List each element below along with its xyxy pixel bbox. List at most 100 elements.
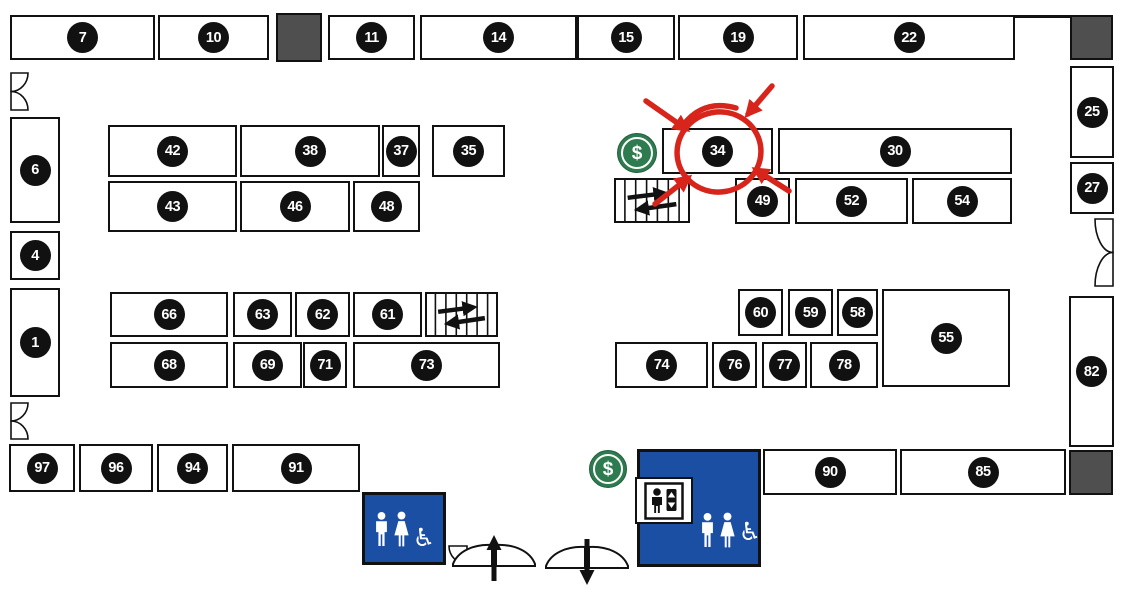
- booth-number-badge: 52: [836, 185, 867, 217]
- booth-4[interactable]: 4: [10, 231, 60, 280]
- booth-59[interactable]: 59: [788, 289, 833, 336]
- booth-number-badge: 35: [453, 135, 484, 167]
- booth-number-badge: 69: [252, 349, 283, 381]
- booth-55[interactable]: 55: [882, 289, 1010, 387]
- booth-number-badge: 22: [893, 22, 925, 53]
- booth-number-badge: 54: [946, 185, 978, 217]
- stairs-icon: [425, 292, 498, 337]
- woman-icon: [394, 511, 409, 546]
- booth-30[interactable]: 30: [778, 128, 1012, 174]
- booth-68[interactable]: 68: [110, 342, 228, 388]
- dollar-sign: $: [602, 458, 614, 480]
- booth-number-badge: 76: [719, 349, 750, 381]
- booth-25[interactable]: 25: [1070, 66, 1114, 158]
- booth-62[interactable]: 62: [295, 292, 350, 337]
- entrance-down-icon[interactable]: [543, 535, 631, 587]
- booth-number-badge: 73: [411, 349, 442, 381]
- booth-82[interactable]: 82: [1069, 296, 1114, 447]
- booth-number-badge: 58: [842, 297, 873, 328]
- woman-icon: [720, 512, 735, 548]
- booth-97[interactable]: 97: [9, 444, 75, 492]
- wheelchair-icon: ♿: [738, 516, 762, 546]
- booth-number-badge: 74: [646, 349, 677, 381]
- booth-number-badge: 11: [356, 22, 387, 53]
- dollar-sign: $: [631, 142, 643, 164]
- booth-number-badge: 94: [177, 452, 208, 484]
- booth-77[interactable]: 77: [762, 342, 807, 388]
- booth-number-badge: 1: [19, 327, 51, 358]
- atm-dollar-icon: $: [589, 450, 627, 488]
- booth-number-badge: 68: [153, 349, 185, 381]
- booth-number-badge: 10: [198, 22, 229, 53]
- booth-number-badge: 46: [279, 191, 311, 222]
- booth-69[interactable]: 69: [233, 342, 302, 388]
- booth-number-badge: 37: [385, 135, 417, 167]
- booth-7[interactable]: 7: [10, 15, 155, 60]
- booth-38[interactable]: 38: [240, 125, 380, 177]
- booth-49[interactable]: 49: [735, 178, 790, 224]
- booth-number-badge: 90: [814, 456, 846, 488]
- booth-58[interactable]: 58: [837, 289, 878, 336]
- booth-91[interactable]: 91: [232, 444, 360, 492]
- booth-number-badge: 42: [157, 135, 188, 167]
- elevator-icon: [644, 481, 684, 520]
- booth-10[interactable]: 10: [158, 15, 269, 60]
- booth-number-badge: 59: [795, 297, 826, 328]
- booth-number-badge: 7: [67, 22, 98, 53]
- booth-14[interactable]: 14: [420, 15, 577, 60]
- booth-74[interactable]: 74: [615, 342, 708, 388]
- booth-48[interactable]: 48: [353, 181, 420, 232]
- booth-19[interactable]: 19: [678, 15, 798, 60]
- booth-number-badge: 62: [307, 299, 338, 330]
- booth-number-badge: 60: [745, 297, 776, 328]
- booth-42[interactable]: 42: [108, 125, 237, 177]
- booth-85[interactable]: 85: [900, 449, 1066, 495]
- wall-segment: [1013, 15, 1070, 18]
- booth-61[interactable]: 61: [353, 292, 422, 337]
- man-icon: [701, 513, 713, 547]
- booth-22[interactable]: 22: [803, 15, 1015, 60]
- booth-35[interactable]: 35: [432, 125, 505, 177]
- booth-66[interactable]: 66: [110, 292, 228, 337]
- booth-60[interactable]: 60: [738, 289, 783, 336]
- booth-number-badge: 25: [1076, 96, 1108, 128]
- booth-94[interactable]: 94: [157, 444, 228, 492]
- booth-1[interactable]: 1: [10, 288, 60, 397]
- booth-15[interactable]: 15: [577, 15, 675, 60]
- booth-11[interactable]: 11: [328, 15, 415, 60]
- booth-54[interactable]: 54: [912, 178, 1012, 224]
- booth-46[interactable]: 46: [240, 181, 350, 232]
- booth-43[interactable]: 43: [108, 181, 237, 232]
- booth-number-badge: 66: [153, 299, 185, 330]
- booth-number-badge: 14: [483, 22, 514, 53]
- restroom-icons: ♿: [373, 509, 436, 552]
- booth-number-badge: 19: [722, 22, 754, 53]
- door-swing-icon: [1094, 218, 1114, 287]
- booth-number-badge: 34: [702, 135, 733, 167]
- booth-27[interactable]: 27: [1070, 162, 1114, 214]
- booth-96[interactable]: 96: [79, 444, 153, 492]
- wheelchair-icon: ♿: [412, 522, 436, 552]
- entrance-up-icon[interactable]: [450, 533, 538, 585]
- booth-63[interactable]: 63: [233, 292, 292, 337]
- booth-52[interactable]: 52: [795, 178, 908, 224]
- booth-number-badge: 96: [100, 452, 132, 484]
- booth-number-badge: 4: [19, 240, 51, 271]
- booth-78[interactable]: 78: [810, 342, 878, 388]
- booth-number-badge: 97: [26, 452, 58, 484]
- booth-90[interactable]: 90: [763, 449, 897, 495]
- booth-6[interactable]: 6: [10, 117, 60, 223]
- booth-37[interactable]: 37: [382, 125, 420, 177]
- booth-34[interactable]: 34: [662, 128, 773, 174]
- booth-number-badge: 63: [247, 299, 278, 330]
- booth-76[interactable]: 76: [712, 342, 757, 388]
- booth-number-badge: 38: [294, 135, 326, 167]
- booth-number-badge: 77: [769, 349, 800, 381]
- blocked-area: [1070, 15, 1113, 60]
- booth-number-badge: 85: [967, 456, 999, 488]
- booth-71[interactable]: 71: [303, 342, 347, 388]
- atm-dollar-icon: $: [617, 133, 657, 173]
- booth-73[interactable]: 73: [353, 342, 500, 388]
- booth-number-badge: 48: [371, 191, 402, 222]
- door-swing-icon: [10, 402, 29, 440]
